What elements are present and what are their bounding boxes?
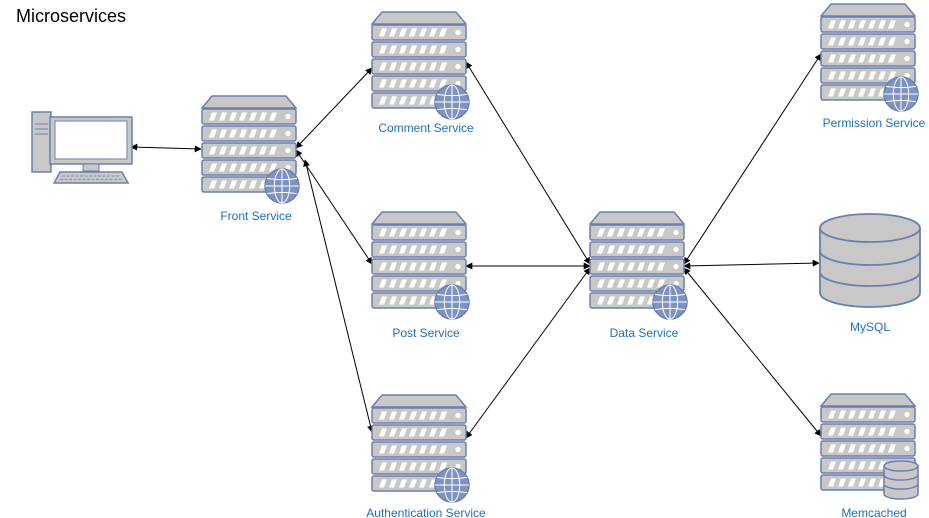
edge-data-mysql [683, 259, 820, 270]
mysql-label: MySQL [850, 320, 890, 334]
permission-service-label: Permission Service [823, 116, 926, 130]
edge-auth-data [465, 267, 591, 439]
memcached-server-icon [819, 393, 919, 500]
edge-data-permission [683, 53, 822, 265]
diagram-title: Microservices [16, 6, 127, 26]
post-service-label: Post Service [392, 326, 460, 340]
comment-service-server-icon [370, 11, 470, 120]
connections [130, 53, 822, 439]
mysql-database-icon [819, 213, 921, 308]
edge-comment-data [465, 61, 591, 265]
edge-computer-front [130, 143, 202, 153]
edge-front-auth [303, 159, 374, 433]
comment-service-label: Comment Service [378, 121, 474, 135]
data-service-label: Data Service [610, 326, 679, 340]
desktop-computer-icon [31, 111, 133, 184]
permission-service-server-icon [819, 3, 919, 112]
edge-front-post [295, 149, 373, 265]
edge-data-memcached [683, 267, 822, 437]
authentication-service-server-icon [370, 394, 470, 503]
front-service-label: Front Service [220, 209, 292, 223]
front-service-server-icon [200, 95, 300, 204]
data-service-server-icon [588, 211, 688, 320]
post-service-server-icon [370, 211, 470, 320]
edge-front-comment [295, 67, 373, 149]
authentication-service-label: Authentication Service [366, 506, 486, 518]
memcached-label: Memcached [841, 506, 906, 518]
